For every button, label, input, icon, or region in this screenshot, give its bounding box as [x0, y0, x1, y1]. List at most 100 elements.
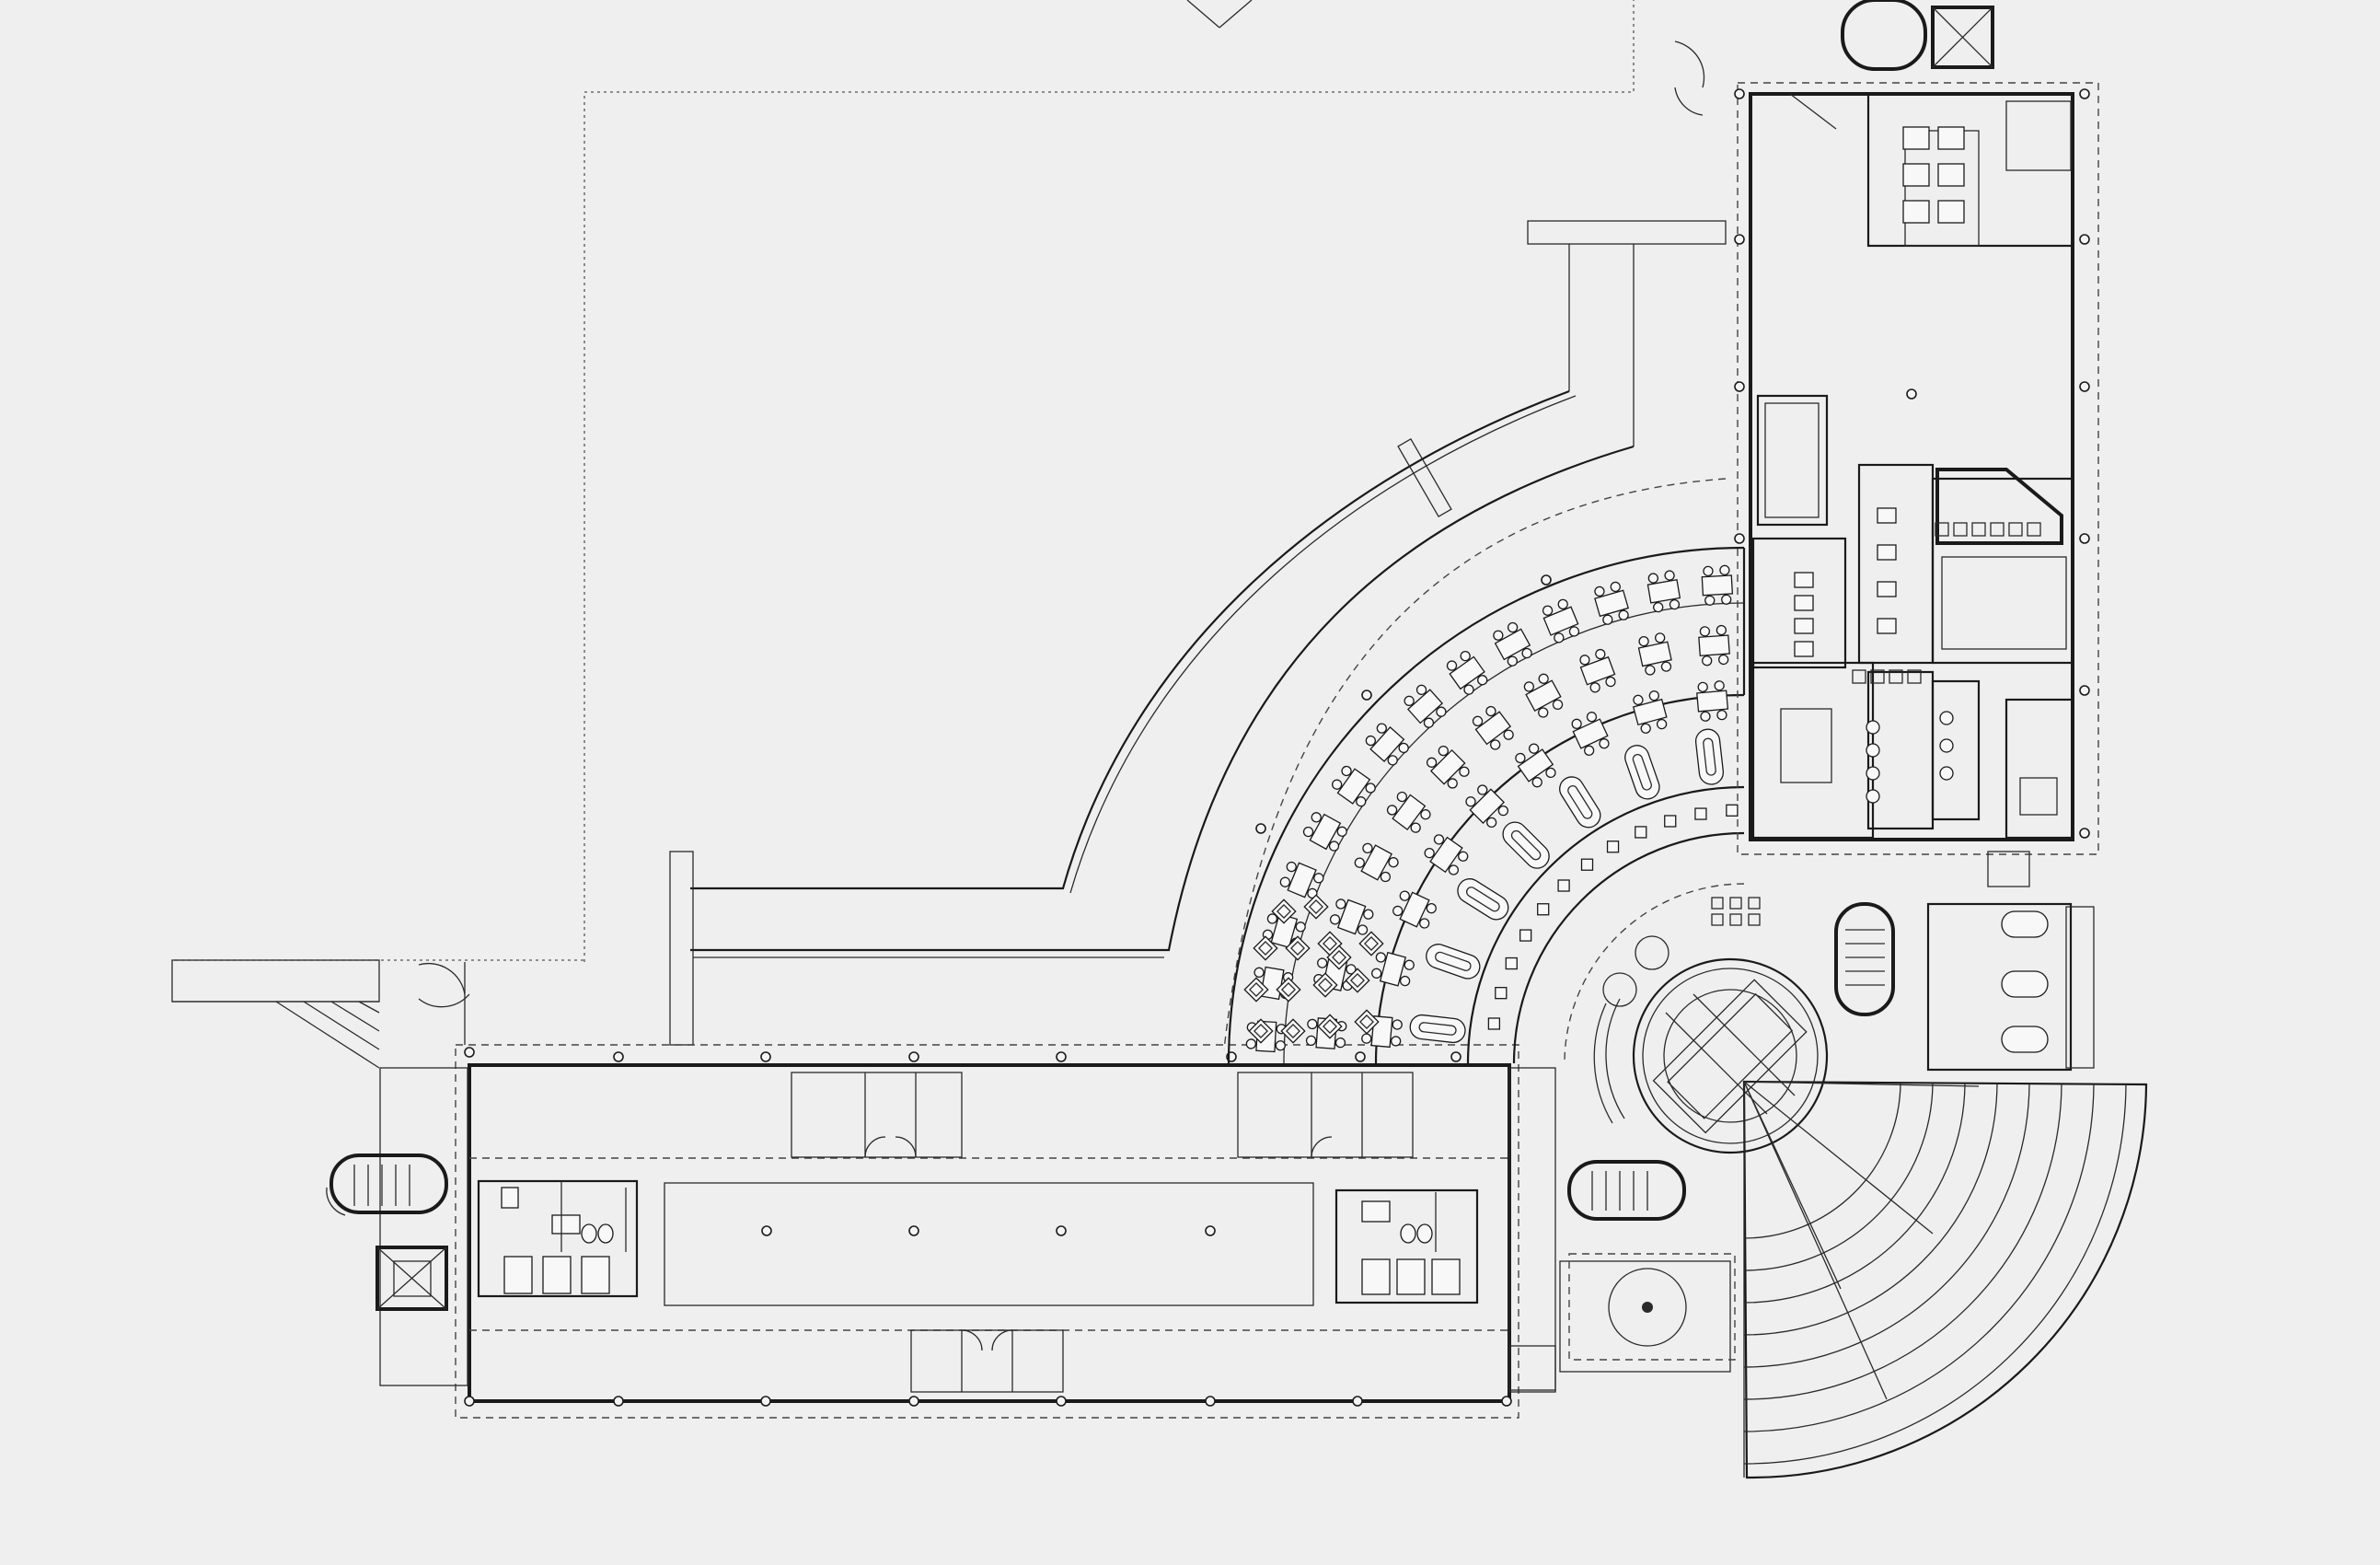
dining-table	[1279, 861, 1324, 899]
lounge-chair	[1358, 931, 1384, 956]
lounge-chair	[1317, 1014, 1343, 1039]
oval-table	[1559, 776, 1601, 829]
lounge-chair	[1285, 935, 1311, 961]
lounge-chair	[1345, 968, 1370, 993]
seating-tier	[1743, 1083, 1901, 1239]
seating-tier	[1743, 1084, 2095, 1432]
dining-table	[1523, 673, 1564, 718]
lounge-seating	[1243, 894, 1384, 1044]
column	[1734, 234, 1745, 245]
column	[2079, 234, 2090, 245]
wc-stall	[1902, 200, 1930, 224]
lounge-chair	[1243, 977, 1269, 1003]
seating-tier	[1743, 1084, 2062, 1400]
oval-table	[1409, 1014, 1466, 1044]
counter-unit	[1990, 522, 2005, 537]
counter-unit	[1852, 669, 1866, 684]
basin	[1866, 766, 1880, 781]
counter-unit	[1870, 669, 1885, 684]
fixture	[1794, 641, 1814, 657]
dining-table	[1392, 890, 1437, 929]
lounge-chair	[1312, 972, 1338, 998]
lounge-chair	[1271, 898, 1297, 924]
dining-table	[1332, 765, 1376, 807]
wing-columns	[464, 1047, 1512, 1407]
column	[2079, 685, 2090, 696]
oval-tables	[1409, 728, 1725, 1044]
bar-stool	[1635, 826, 1647, 839]
counter-unit	[1889, 669, 1903, 684]
seating-tier	[1743, 1083, 1998, 1336]
fixture	[1877, 618, 1897, 634]
bar-stool	[1505, 956, 1518, 970]
dining-table	[1472, 705, 1514, 750]
basin	[1866, 720, 1880, 735]
oval-table	[1694, 728, 1725, 785]
column	[1734, 88, 1745, 99]
dining-table	[1646, 570, 1681, 613]
bar-stool	[1580, 858, 1594, 871]
dining-table	[1424, 834, 1469, 875]
lounge-chair	[1303, 894, 1329, 920]
lounge-chair	[1354, 1009, 1380, 1035]
column	[1541, 574, 1552, 585]
dining-table	[1571, 712, 1610, 756]
dining-table	[1365, 723, 1409, 766]
basin	[1866, 743, 1880, 758]
column	[1734, 533, 1745, 544]
close-icon	[1186, 0, 1253, 29]
seating-tier	[1743, 1083, 1966, 1304]
curved-terrace-wall	[669, 220, 1727, 1050]
fixture	[1794, 595, 1814, 611]
entry-canopy	[171, 959, 470, 1069]
counter-unit	[1971, 522, 1986, 537]
round-tower	[1593, 897, 1829, 1154]
west-toilet-block	[477, 1179, 639, 1298]
dining-table	[1493, 621, 1532, 667]
basin	[1939, 738, 1954, 753]
counter-unit	[2027, 522, 2041, 537]
counter-unit	[1907, 669, 1922, 684]
dining-table	[1404, 684, 1447, 728]
dining-table	[1465, 784, 1509, 829]
east-stair-core	[1834, 851, 2095, 1072]
lounge-chair	[1248, 1018, 1274, 1044]
column	[1255, 823, 1266, 834]
fixture	[1877, 544, 1897, 561]
main-wing	[379, 1044, 1556, 1419]
dining-table	[1542, 598, 1580, 643]
column	[2079, 381, 2090, 392]
column	[1734, 381, 1745, 392]
west-stair-core	[326, 1153, 448, 1311]
column	[2079, 828, 2090, 839]
central-toilet-block	[1334, 1188, 1479, 1304]
seating-tier	[1743, 1084, 2127, 1465]
east-building	[1674, 0, 2099, 855]
oval-table	[1457, 878, 1509, 921]
fixture	[1794, 618, 1814, 634]
fixture	[1877, 507, 1897, 524]
fixture	[1794, 572, 1814, 588]
lounge-chair	[1280, 1018, 1306, 1044]
column	[2079, 533, 2090, 544]
central-stair	[1508, 1160, 1736, 1393]
counter-unit	[1953, 522, 1968, 537]
site-boundary	[175, 0, 1635, 962]
dining-table	[1698, 624, 1730, 667]
bar-stool	[1726, 804, 1739, 817]
fixture	[1877, 581, 1897, 597]
basin	[1939, 766, 1954, 781]
bar-stool	[1537, 903, 1550, 916]
east-building-fixtures	[1794, 126, 2041, 804]
bar-stool	[1664, 815, 1677, 828]
bar-stool	[1606, 840, 1620, 853]
dining-table	[1426, 745, 1470, 789]
bar-stool	[1694, 807, 1707, 820]
dining-table	[1302, 812, 1347, 852]
dining-table	[1386, 791, 1431, 833]
oval-table	[1624, 745, 1660, 800]
column	[2079, 88, 2090, 99]
dining-table	[1579, 648, 1616, 693]
